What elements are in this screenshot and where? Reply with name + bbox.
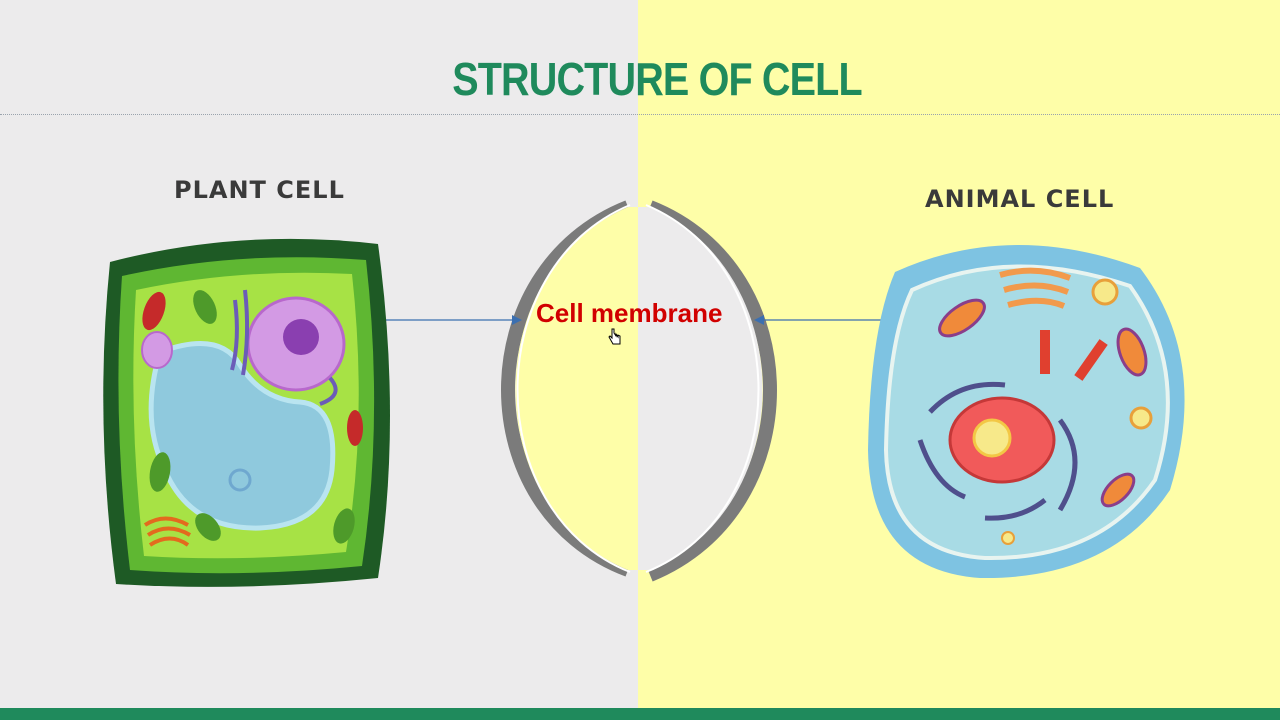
membrane-lens-graphic (501, 200, 777, 582)
bottom-bar (0, 708, 1280, 720)
header-divider (0, 114, 1280, 115)
animal-cell-heading: ANIMAL CELL (925, 185, 1115, 213)
hand-pointer-icon (608, 328, 622, 351)
slide-title: STRUCTURE OF CELL (452, 53, 862, 105)
animal-cell-illustration (868, 244, 1185, 579)
plant-cell-heading: PLANT CELL (174, 176, 345, 204)
cell-membrane-label: Cell membrane (536, 298, 723, 328)
plant-cell-illustration (103, 238, 391, 587)
